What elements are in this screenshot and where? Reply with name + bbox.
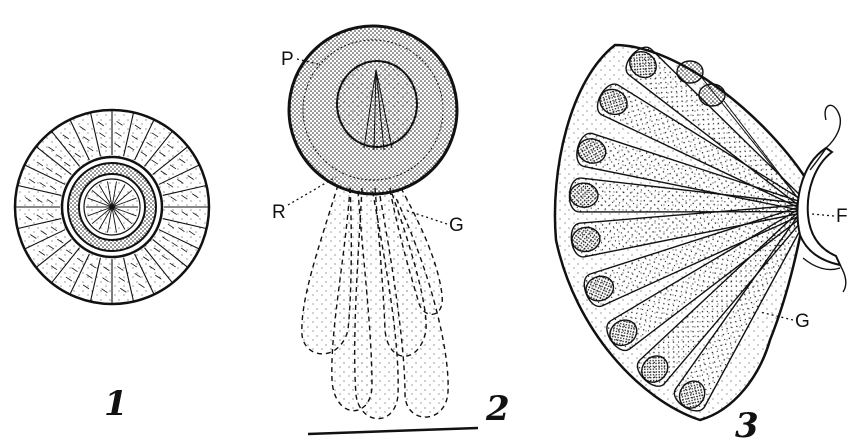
- figure-number-2: 2: [485, 389, 510, 429]
- figure-2-dashed-lobes: [302, 185, 448, 419]
- figure-2-label-p: P: [281, 49, 294, 70]
- figure-number-3: 3: [735, 406, 759, 444]
- figure-3-label-g: G: [795, 311, 810, 332]
- figure-3-label-f: F: [836, 206, 848, 227]
- figure-3-leader-f: [812, 214, 834, 216]
- figure-1-drawing: [15, 110, 209, 304]
- figure-2-label-r: R: [272, 202, 286, 223]
- figure-3-drawing: [555, 42, 846, 420]
- figure-2-label-g: G: [449, 215, 464, 236]
- figure-number-1: 1: [104, 384, 128, 424]
